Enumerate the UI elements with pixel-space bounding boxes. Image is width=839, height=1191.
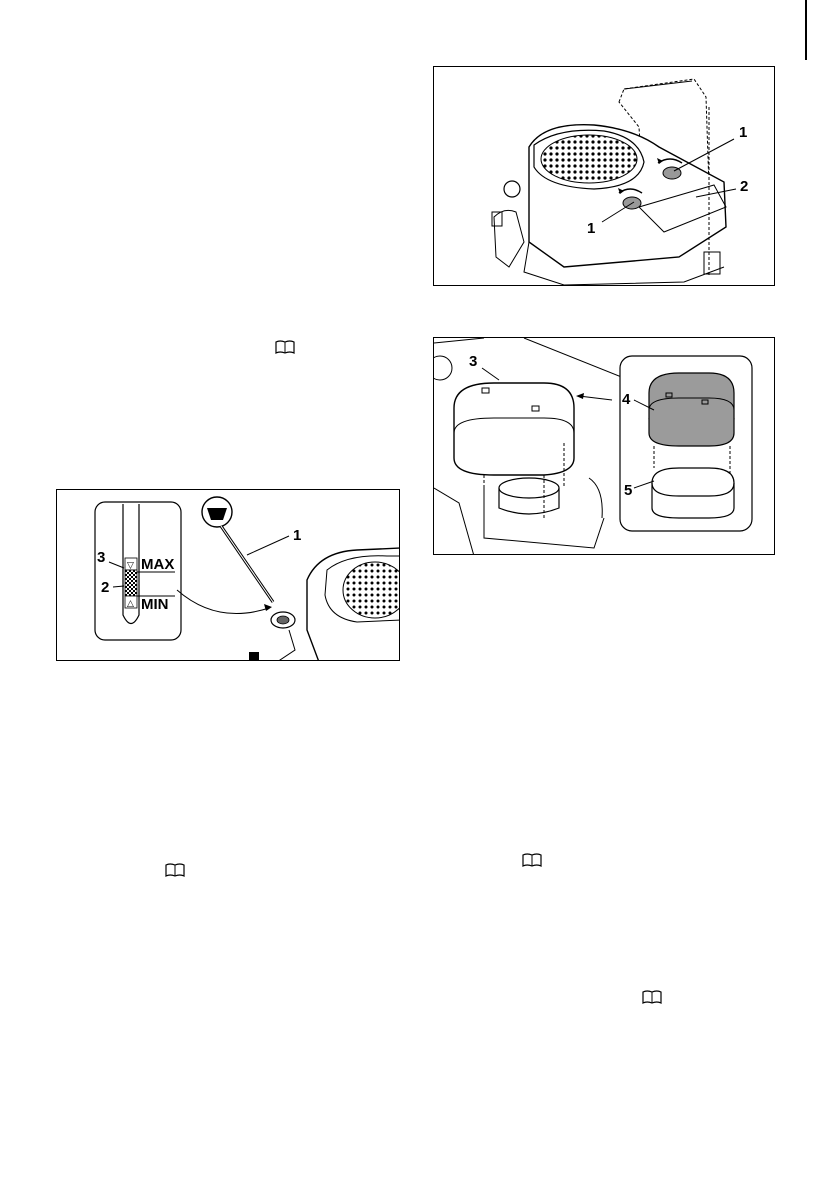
up-triangle-icon: △	[127, 599, 134, 609]
book-icon	[275, 340, 295, 354]
book-icon	[522, 853, 542, 867]
callout-pre-filter: 5	[624, 482, 632, 499]
gauge-min-label: MIN	[141, 596, 169, 613]
figure-dipstick: ▽ △ MAX MIN 3 2 1	[56, 489, 400, 661]
gauge-max-label: MAX	[141, 556, 174, 573]
callout-level-zone: 2	[101, 579, 109, 596]
callout-cover: 2	[740, 178, 748, 195]
engine-cover-illustration: 1 1 2	[434, 67, 775, 286]
callout-dipstick: 1	[293, 527, 301, 544]
callout-filter-element: 4	[622, 391, 631, 408]
callout-knob-b: 1	[587, 220, 595, 237]
callout-cover: 3	[469, 353, 477, 370]
crop-mark	[805, 0, 807, 60]
book-icon	[165, 863, 185, 877]
callout-knob-a: 1	[739, 124, 747, 141]
figure-air-filter: 3 4 5	[433, 337, 775, 555]
air-filter-illustration: 3 4 5	[434, 338, 775, 555]
callout-upper-mark: 3	[97, 549, 105, 566]
book-icon	[642, 990, 662, 1004]
dipstick-illustration: ▽ △ MAX MIN 3 2 1	[57, 490, 400, 661]
figure-engine-cover: 1 1 2	[433, 66, 775, 286]
down-triangle-icon: ▽	[127, 561, 134, 571]
